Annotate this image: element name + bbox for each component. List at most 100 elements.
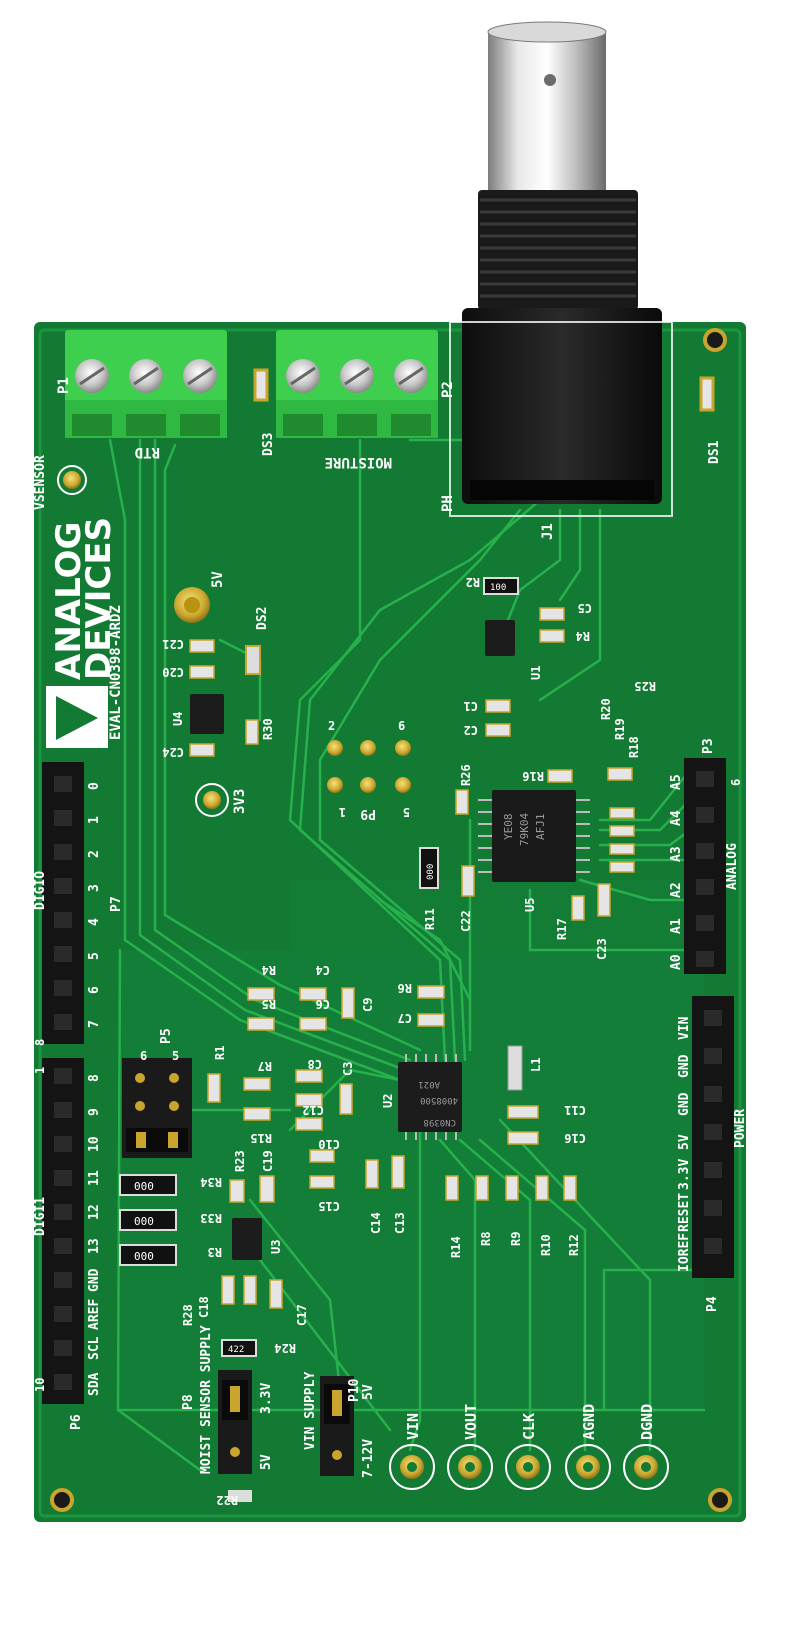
c20-label: C20 [162,665,184,679]
jumper-p10 [320,1376,354,1476]
p7-num-bottom: 8 [33,1039,47,1046]
header-p4 [692,996,734,1278]
c13-label: C13 [393,1212,407,1234]
r11-label: R11 [423,908,437,930]
r5-label: R5 [262,997,276,1011]
p6-pin-sda: SDA [87,1372,102,1396]
p8-opt-bottom: 5V [259,1454,274,1470]
p8-opt-top: 3.3V [259,1383,274,1414]
c24-label: C24 [162,745,184,759]
resistor-r22 [228,1490,252,1502]
p3-pin-a5: A5 [669,774,684,790]
c16-label: C16 [564,1131,586,1145]
p6-group: DIGI1 [33,1197,48,1236]
c2-label: C2 [464,723,478,737]
p7-pin-2: 2 [87,850,102,858]
header-p3 [684,758,726,974]
resistor-r3 [119,1244,177,1266]
r28-label: R28 [181,1304,195,1326]
testpoint-5v [174,587,210,623]
tp-vout-label: VOUT [462,1404,480,1440]
r9-label: R9 [509,1232,523,1246]
ground-pour-region [118,950,704,1410]
adi-logo [46,686,108,748]
c5-label: C5 [578,601,592,615]
p10-label: VIN SUPPLY [303,1372,318,1450]
r12-label: R12 [567,1234,581,1256]
p3-group: ANALOG [725,843,740,890]
u1-label: U1 [529,666,543,680]
c9-label: C9 [361,998,375,1012]
p4-pin-gnd2: GND [677,1092,692,1116]
bottom-testpoints [389,1444,669,1490]
p4-pin-3v3: 3.3V [677,1159,692,1190]
r23-label: R23 [233,1150,247,1172]
u5-mark1: YE08 [502,814,515,841]
tp-vin-label: VIN [404,1413,422,1440]
ic-u3 [232,1218,262,1260]
p9-pads [327,740,411,793]
r17-label: R17 [555,918,569,940]
r3-value: 000 [134,1250,154,1263]
rtd-label: RTD [135,444,160,460]
l1-label: L1 [529,1058,543,1072]
u2-mark1: CN0398 [423,1117,456,1127]
c14-label: C14 [369,1212,383,1234]
p6-ref: P6 [69,1414,84,1430]
led-ds3 [253,368,269,402]
r34-value: 000 [134,1180,154,1193]
u5-mark2: 79K04 [518,813,531,846]
p8-label: MOIST SENSOR SUPPLY [199,1325,214,1474]
c6-label: C6 [316,997,330,1011]
p6-pin-10: 10 [87,1136,102,1152]
tp-dgnd-label: DGND [638,1404,656,1440]
resistor-r24 [221,1339,257,1357]
c15-label: C15 [318,1199,340,1213]
p6-pin-aref: AREF [87,1299,102,1330]
j1-label: J1 [540,523,556,540]
tp-3v3-label: 3V3 [232,789,248,814]
ds1-label: DS1 [707,440,722,464]
resistor-r33 [119,1209,177,1231]
ic-u1 [485,620,515,656]
p7-pin-0: 0 [87,782,102,790]
resistor-r34 [119,1174,177,1196]
r20-label: R20 [599,698,613,720]
jumper-p8 [218,1370,252,1474]
p9-pin-2: 2 [328,719,335,733]
p7-pin-7: 7 [87,1020,102,1028]
ic-u2 [398,1054,462,1140]
c3-label: C3 [341,1062,355,1076]
p6-pin-8: 8 [87,1074,102,1082]
r2-value: 100 [490,583,506,593]
p9-pin-5: 5 [403,805,410,819]
r10-label: R10 [539,1234,553,1256]
p1-label: P1 [56,377,72,394]
p6-pin-13: 13 [87,1238,102,1254]
terminal-block-p2 [276,330,438,438]
p6-pin-scl: SCL [87,1336,102,1360]
p8-ref: P8 [181,1394,196,1410]
c4-label: C4 [316,963,330,977]
tp-clk-label: CLK [520,1413,538,1440]
p4-pin-5v: 5V [677,1134,692,1150]
p10-opt-bottom: 7-12V [361,1439,376,1478]
u2-mark3: A021 [418,1079,440,1089]
u2-mark2: 4008500 [420,1095,458,1105]
r15-label: R15 [250,1131,272,1145]
c22-label: C22 [459,910,473,932]
p6-num-top: 1 [33,1067,47,1074]
r8-label: R8 [479,1232,493,1246]
ph-label: PH [440,495,456,512]
r22-label: R22 [216,1493,238,1507]
mounting-holes [50,328,732,1512]
p7-pin-6: 6 [87,986,102,994]
c17-label: C17 [295,1304,309,1326]
r16-label: R16 [522,769,544,783]
p5-ref: P5 [159,1028,174,1044]
r11-value: 000 [426,864,436,880]
smd-passives [189,607,635,1309]
p6-pin-gnd: GND [87,1268,102,1292]
p3-pin-a3: A3 [669,846,684,862]
p3-pin-a2: A2 [669,882,684,898]
